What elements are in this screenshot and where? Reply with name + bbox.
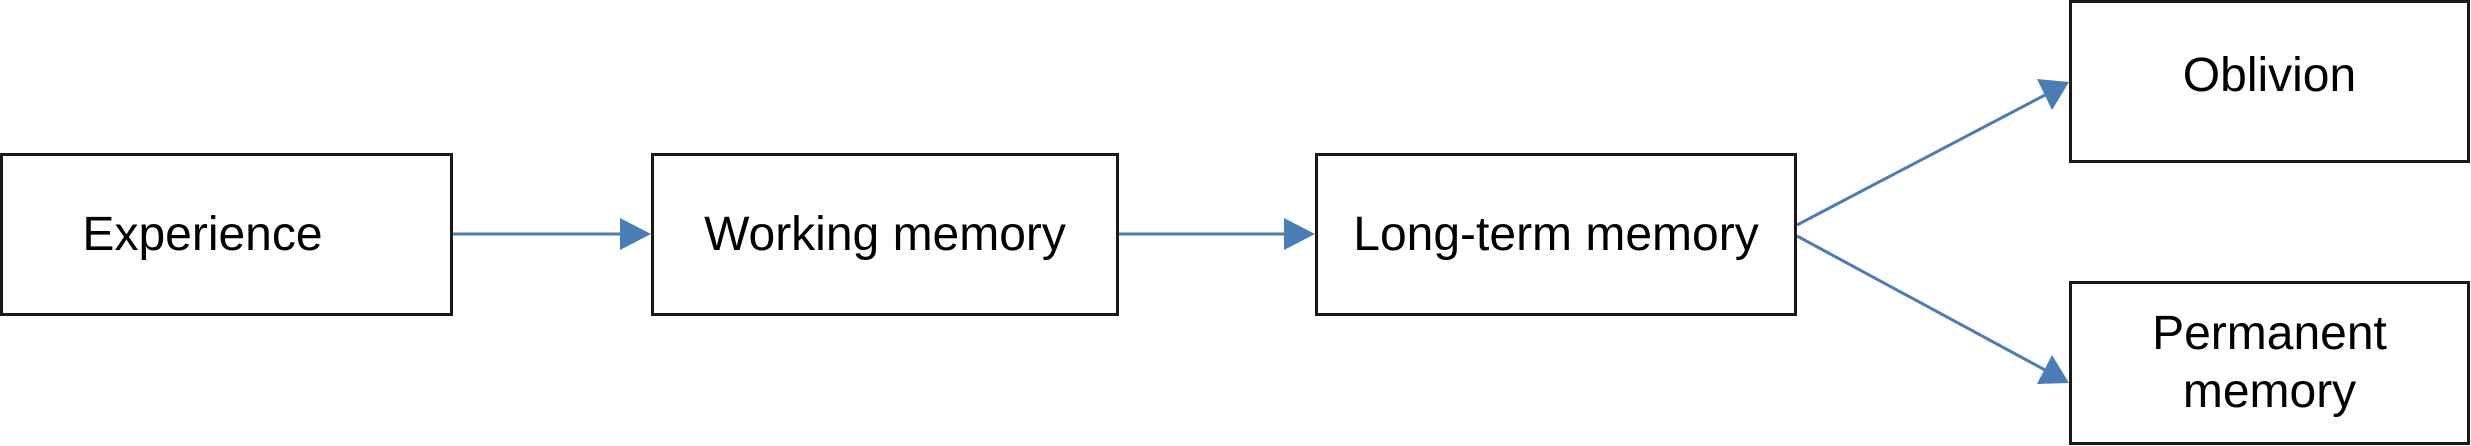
node-working-memory: Working memory [651,153,1119,316]
node-long-term-memory: Long-term memory [1315,153,1797,316]
node-oblivion-label: Oblivion [2182,49,2357,102]
node-oblivion: Oblivion [2069,0,2470,163]
arrowhead-longterm [1284,218,1315,250]
node-permanent-memory: Permanent memory [2069,281,2470,445]
node-experience-label: Experience [82,207,323,261]
node-experience: Experience [0,153,453,316]
arrowhead-permanent [2037,355,2069,384]
edge-longterm-to-oblivion [1796,93,2046,227]
node-long-term-memory-label: Long-term memory [1353,207,1759,261]
arrowhead-oblivion [2037,79,2069,110]
arrowhead-working [620,218,651,250]
edge-longterm-to-permanent [1796,234,2046,372]
node-permanent-memory-label: Permanent memory [2152,307,2387,418]
node-working-memory-label: Working memory [704,207,1066,261]
